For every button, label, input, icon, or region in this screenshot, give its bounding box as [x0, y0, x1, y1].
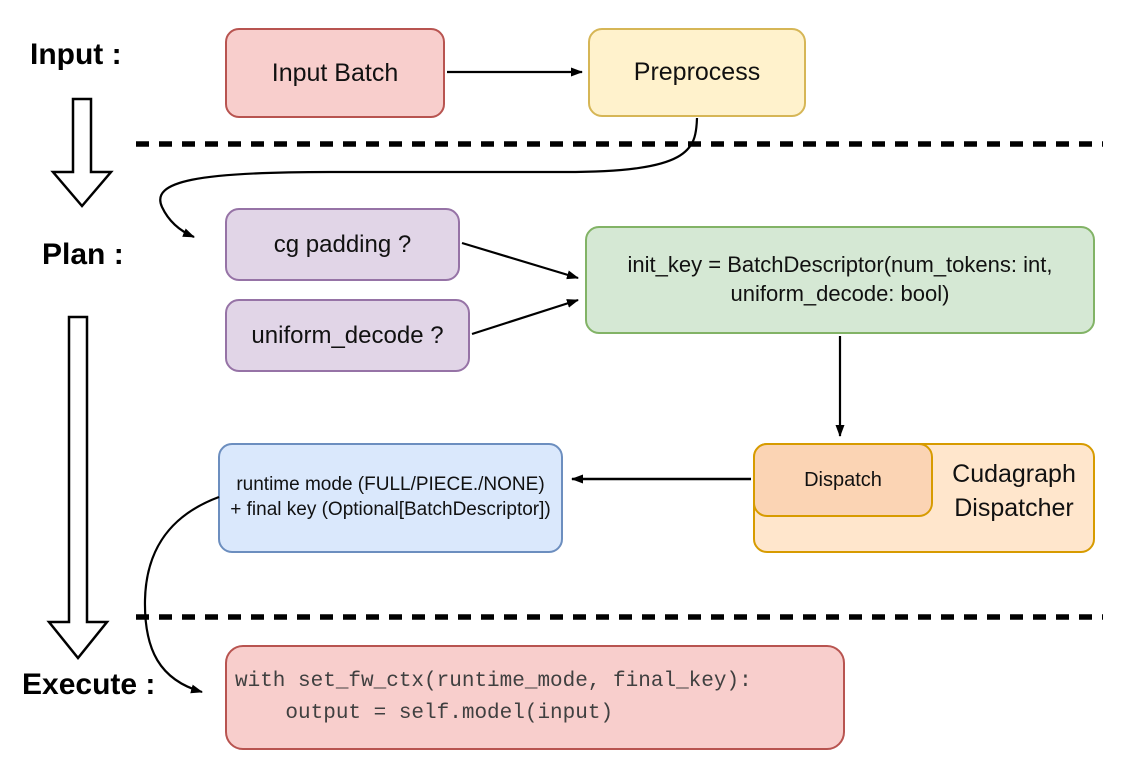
- connector-uniformdecode-initkey: [471, 298, 579, 336]
- node-input-batch-label: Input Batch: [271, 58, 399, 87]
- execute-code-line2: output = self.model(input): [235, 701, 614, 725]
- cudagraph-label-line2: Dispatcher: [954, 493, 1074, 522]
- node-cudagraph-dispatcher-label: Cudagraph Dispatcher: [933, 458, 1095, 526]
- node-dispatch-label: Dispatch: [804, 469, 882, 491]
- node-dispatch: Dispatch: [753, 443, 933, 517]
- stage-label-plan: Plan :: [42, 238, 124, 271]
- node-execute-code: with set_fw_ctx(runtime_mode, final_key)…: [225, 645, 845, 750]
- node-input-batch: Input Batch: [225, 28, 445, 118]
- stage-label-execute: Execute :: [22, 668, 156, 701]
- node-init-key-line1: init_key = BatchDescriptor(num_tokens: i…: [627, 252, 1053, 278]
- flow-down-arrow-icon: [50, 97, 114, 208]
- cudagraph-label-line1: Cudagraph: [952, 460, 1076, 488]
- node-init-key: init_key = BatchDescriptor(num_tokens: i…: [585, 226, 1095, 334]
- node-preprocess-label: Preprocess: [633, 58, 761, 87]
- connector-cgpadding-initkey: [461, 241, 579, 280]
- node-uniform-decode: uniform_decode ?: [225, 299, 470, 372]
- flow-down-arrow-long-icon: [46, 315, 110, 660]
- node-uniform-decode-label: uniform_decode ?: [251, 321, 444, 349]
- node-init-key-line2: uniform_decode: bool): [730, 281, 950, 306]
- node-runtime-mode: runtime mode (FULL/PIECE./NONE) + final …: [218, 443, 563, 553]
- stage-label-input: Input :: [30, 38, 122, 71]
- execute-code-line1: with set_fw_ctx(runtime_mode, final_key)…: [235, 669, 752, 693]
- node-preprocess: Preprocess: [588, 28, 806, 117]
- node-runtime-mode-line2: + final key (Optional[BatchDescriptor]): [230, 499, 551, 520]
- node-cg-padding-label: cg padding ?: [273, 230, 412, 258]
- connector-runtimemode-executecode: [143, 495, 220, 694]
- node-cg-padding: cg padding ?: [225, 208, 460, 281]
- node-runtime-mode-line1: runtime mode (FULL/PIECE./NONE): [236, 474, 545, 496]
